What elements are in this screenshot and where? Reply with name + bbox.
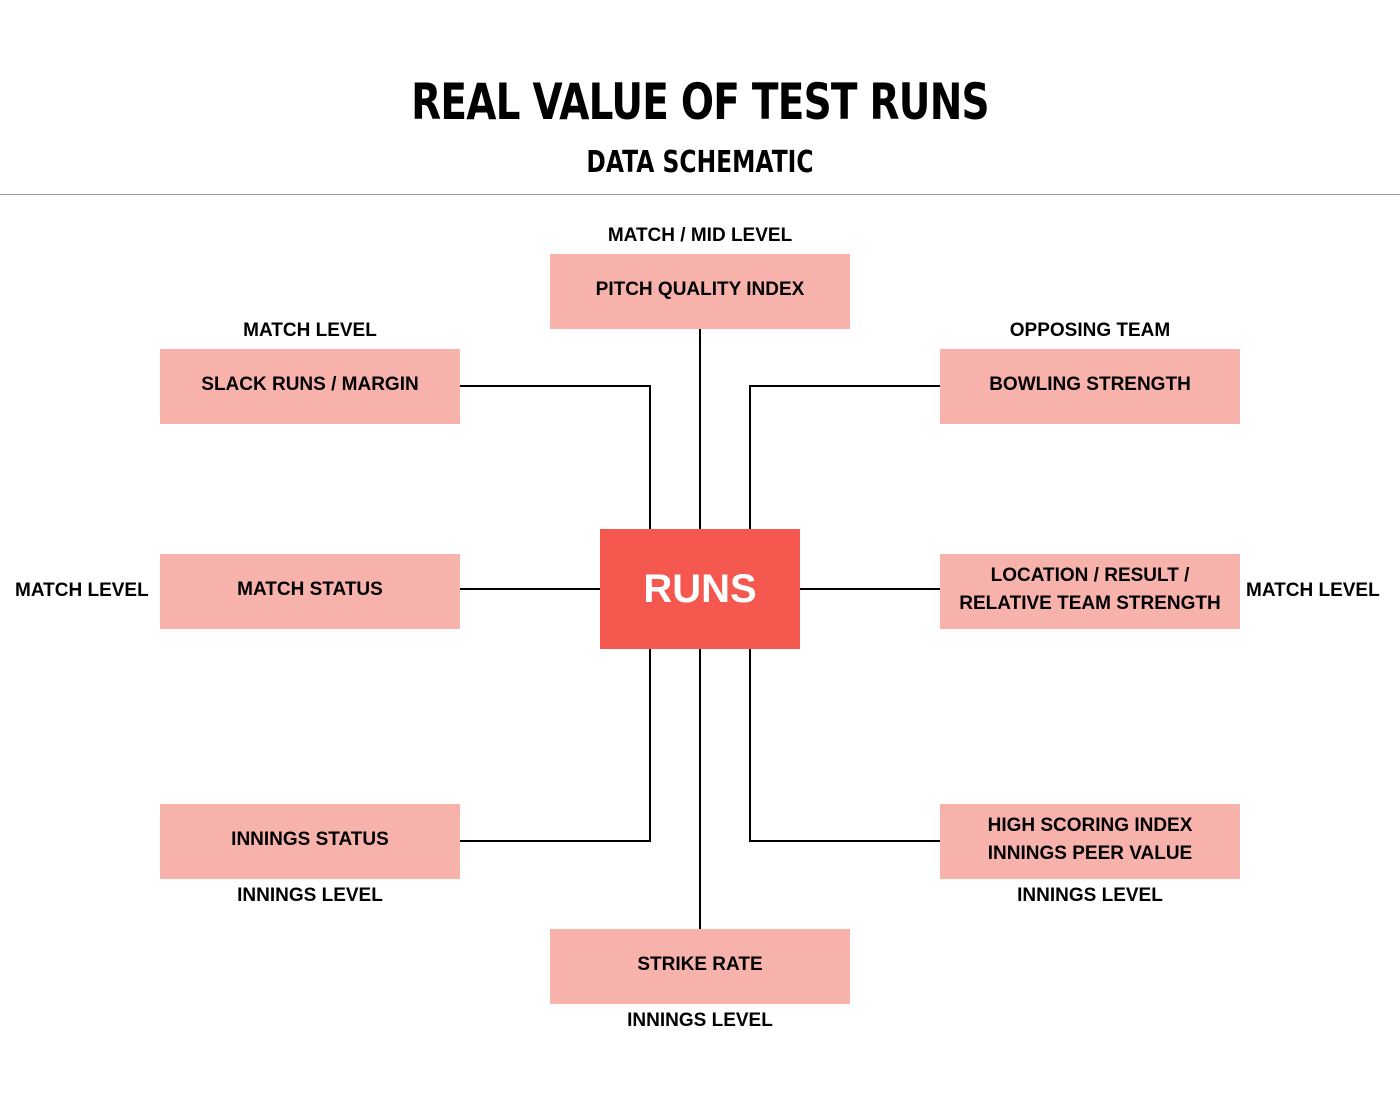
bowling-level-label: OPPOSING TEAM [1009, 320, 1171, 341]
node-text: PITCH QUALITY INDEX [595, 278, 805, 300]
connector-high-scoring-v [749, 649, 751, 842]
slack-level-label: MATCH LEVEL [243, 320, 377, 341]
node-text: SLACK RUNS / MARGIN [201, 373, 419, 395]
strike-rate-node: STRIKE RATE [550, 929, 850, 1004]
slack-runs-node: SLACK RUNS / MARGIN [160, 349, 460, 424]
match-status-node: MATCH STATUS [160, 554, 460, 629]
page-title: REAL VALUE OF TEST RUNS [411, 73, 990, 131]
connector-slack-h [460, 385, 651, 387]
strike-rate-level-label: INNINGS LEVEL [627, 1010, 773, 1031]
node-text: MATCH STATUS [237, 578, 383, 600]
high-scoring-node: HIGH SCORING INDEX INNINGS PEER VALUE [940, 804, 1240, 879]
innings-status-level-label: INNINGS LEVEL [237, 885, 383, 906]
connector-innings-v [649, 649, 651, 842]
pitch-quality-index-node: PITCH QUALITY INDEX [550, 254, 850, 329]
page-subtitle: DATA SCHEMATIC [586, 145, 814, 180]
innings-status-node: INNINGS STATUS [160, 804, 460, 879]
bowling-strength-node: BOWLING STRENGTH [940, 349, 1240, 424]
high-scoring-level-label: INNINGS LEVEL [1017, 885, 1163, 906]
connector-bowling-h [749, 385, 940, 387]
connector-bowling-v [749, 385, 751, 529]
node-text: LOCATION / RESULT / [990, 564, 1190, 586]
node-text: INNINGS PEER VALUE [987, 842, 1193, 864]
connector-match-status [460, 588, 600, 590]
connector-high-scoring-h [749, 840, 940, 842]
header-divider [0, 194, 1400, 195]
location-level-label: MATCH LEVEL [1246, 580, 1380, 601]
node-text: STRIKE RATE [637, 953, 763, 975]
connector-slack-v [649, 385, 651, 529]
node-text: HIGH SCORING INDEX [987, 814, 1193, 836]
connector-pitch [699, 329, 701, 529]
connector-strike-rate [699, 649, 701, 929]
match-status-level-label: MATCH LEVEL [15, 580, 149, 601]
connector-innings-h [460, 840, 651, 842]
runs-center-node: RUNS [600, 529, 800, 649]
node-text: BOWLING STRENGTH [989, 373, 1191, 395]
pitch-level-label: MATCH / MID LEVEL [607, 225, 793, 246]
node-text: RELATIVE TEAM STRENGTH [959, 592, 1221, 614]
location-node: LOCATION / RESULT / RELATIVE TEAM STRENG… [940, 554, 1240, 629]
connector-location [800, 588, 940, 590]
node-text: INNINGS STATUS [231, 828, 389, 850]
